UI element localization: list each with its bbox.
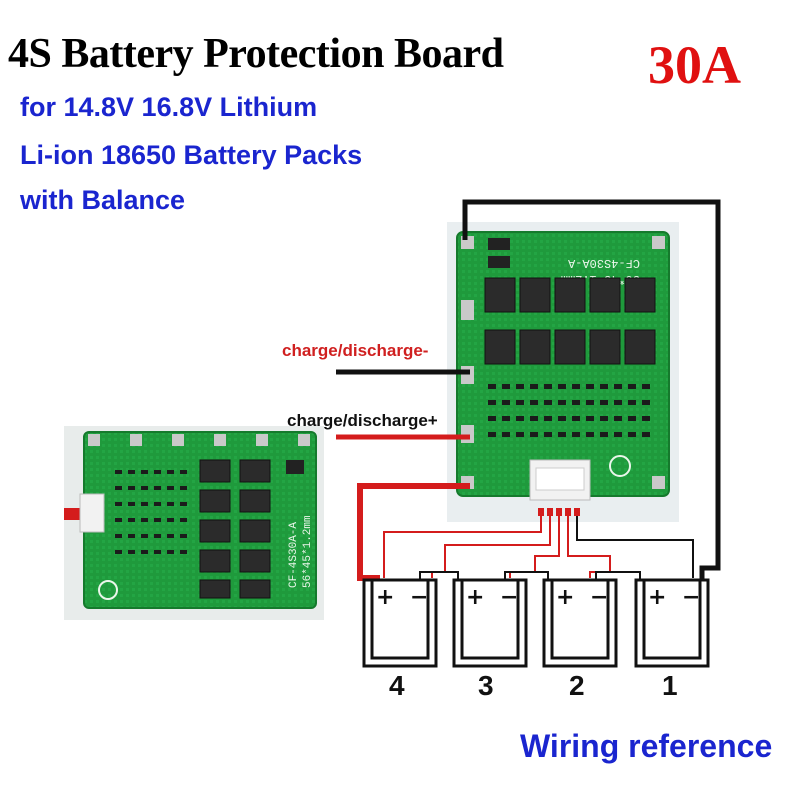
battery-cell-3: + − xyxy=(452,578,528,668)
charge-discharge-positive-label: charge/discharge+ xyxy=(287,411,438,430)
battery-cells: + − + − + − + − xyxy=(362,578,710,668)
small-board-marking-1: CF-4S30A-A xyxy=(288,522,300,588)
cell-3-plus: + xyxy=(466,585,484,610)
page-title: 4S Battery Protection Board xyxy=(8,31,504,77)
charge-discharge-negative-label: charge/discharge- xyxy=(282,341,429,360)
cell-number-2: 2 xyxy=(569,670,585,701)
wiring-reference-caption: Wiring reference xyxy=(520,728,773,764)
battery-cell-2: + − xyxy=(542,578,618,668)
subtitle-line-2: Li-ion 18650 Battery Packs xyxy=(20,140,363,170)
b-minus-wire xyxy=(462,199,721,580)
subtitle-line-3: with Balance xyxy=(20,185,186,215)
cell-2-plus: + xyxy=(556,585,574,610)
cell-number-3: 3 xyxy=(478,670,494,701)
cell-1-minus: − xyxy=(682,585,700,610)
cell-2-minus: − xyxy=(590,585,608,610)
cell-number-1: 1 xyxy=(662,670,678,701)
large-board-marking-1: CF-4S30A-A xyxy=(567,256,640,270)
wires xyxy=(336,199,721,581)
subtitle-line-1: for 14.8V 16.8V Lithium xyxy=(20,92,318,122)
cell-4-plus: + xyxy=(376,585,394,610)
battery-cell-1: + − xyxy=(634,578,710,668)
battery-cell-4: + − xyxy=(362,578,438,668)
b-plus-wire xyxy=(357,483,470,581)
cell-3-minus: − xyxy=(500,585,518,610)
cell-4-minus: − xyxy=(410,585,428,610)
current-rating: 30A xyxy=(648,35,741,95)
cell-number-4: 4 xyxy=(389,670,405,701)
large-board-photo: CF-4S30A-A 56*45*1.2mm xyxy=(447,222,679,522)
small-board-photo: CF-4S30A-A 56*45*1.2mm xyxy=(64,426,324,620)
cell-1-plus: + xyxy=(648,585,666,610)
small-board-marking-2: 56*45*1.2mm xyxy=(302,515,314,588)
